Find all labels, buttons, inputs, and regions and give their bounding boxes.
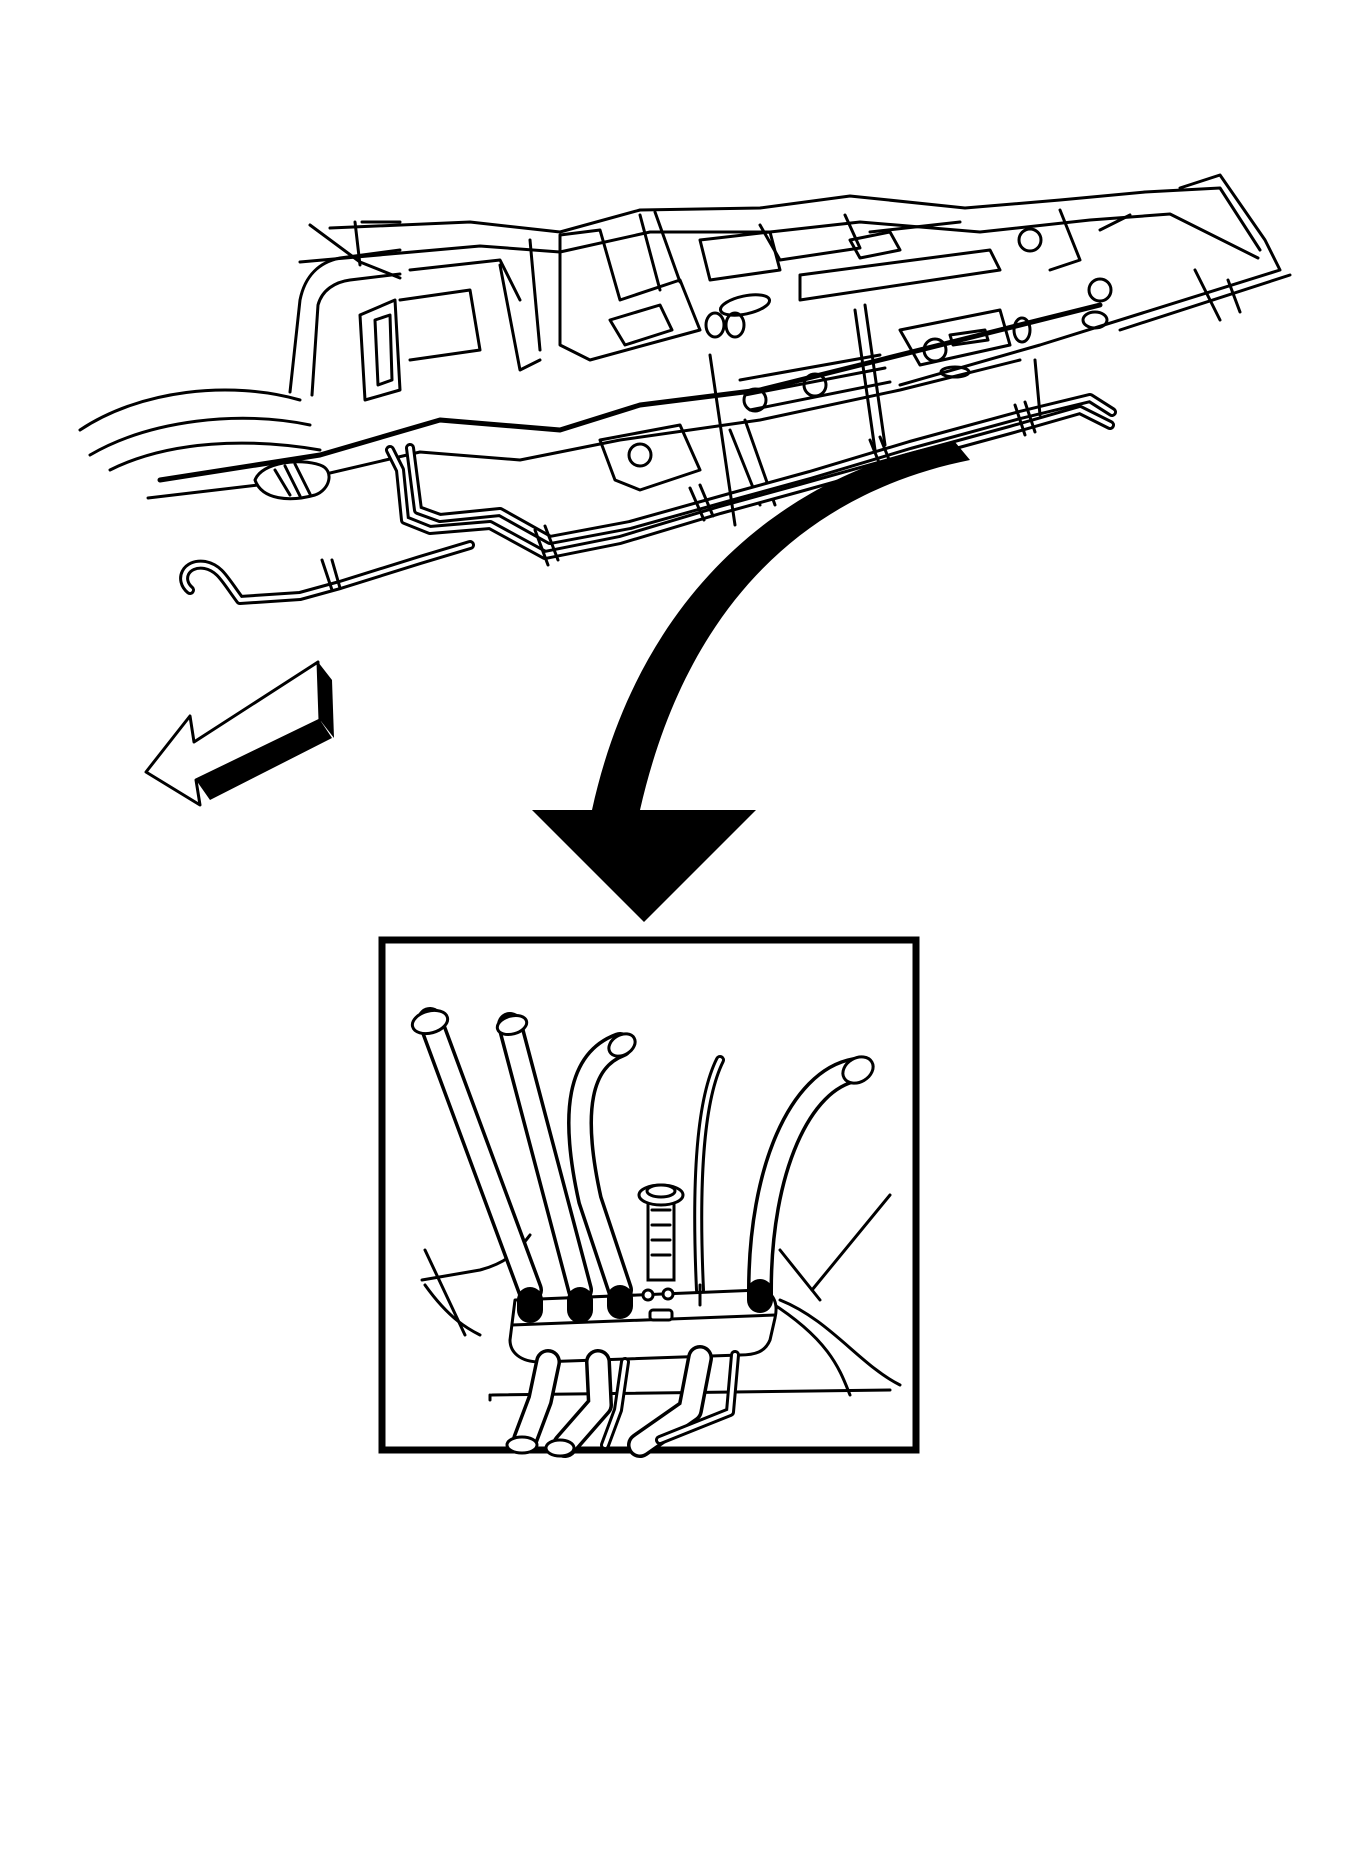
line-clip-detail-view — [378, 936, 920, 1458]
upper-brace — [353, 220, 362, 267]
front-frame-horn — [310, 272, 402, 397]
line-hanger — [708, 353, 737, 527]
suspension-bracket — [358, 298, 402, 402]
frame-hole — [939, 365, 971, 379]
front-fender-curve — [88, 416, 312, 457]
floor-crossmember — [698, 230, 782, 282]
frame-gusset — [598, 423, 702, 492]
detail-frame-lines — [778, 1248, 822, 1302]
floor-crossmember — [848, 230, 902, 260]
shock-tower — [408, 258, 522, 302]
frame-hole — [1017, 227, 1043, 253]
crossmember-web — [653, 210, 682, 284]
floor-crossmember — [898, 308, 1012, 367]
exhaust-component — [253, 460, 331, 501]
front-frame-horn — [288, 248, 402, 394]
clip-retaining-stud — [637, 1183, 685, 1282]
frame-hole — [1081, 310, 1109, 330]
rear-frame-section — [898, 173, 1282, 387]
detail-frame-lines — [423, 1248, 467, 1337]
line-clip — [688, 483, 715, 522]
frame-hole — [704, 311, 726, 339]
fuel-brake-tubes — [410, 1007, 875, 1303]
front-fender-curve — [78, 388, 302, 432]
front-fuel-line — [182, 543, 472, 602]
transmission-crossmember — [558, 228, 702, 362]
transmission-crossmember — [608, 303, 674, 347]
floor-crossmember — [1048, 208, 1082, 272]
frame-hole — [724, 311, 746, 339]
upper-brace — [498, 263, 542, 372]
frame-hole — [627, 442, 653, 468]
frame-hole — [1087, 277, 1113, 303]
line-clip — [320, 558, 342, 592]
frame-hole — [1012, 316, 1032, 344]
line-clip — [1013, 400, 1037, 437]
frame-rail-top — [328, 186, 1262, 252]
detail-frame-lines — [778, 1298, 902, 1387]
upper-brace — [528, 238, 542, 352]
line-clip — [533, 524, 560, 567]
line-retaining-clip — [508, 1279, 778, 1364]
line-hanger — [1033, 358, 1042, 417]
fuel-brake-line-bundle — [385, 393, 1117, 560]
detail-frame-lines — [810, 1193, 892, 1292]
floor-crossmember — [758, 213, 862, 262]
frame-hole — [922, 337, 948, 363]
rear-frame-lower — [1118, 273, 1292, 332]
frame-hole — [718, 293, 772, 317]
frame-hole — [742, 387, 768, 413]
front-direction-arrow-icon — [144, 660, 334, 807]
crossmember-line — [1193, 268, 1222, 322]
frame-rail-top-inner — [298, 212, 1260, 264]
front-fender-curve — [108, 441, 322, 472]
floor-crossmember — [798, 248, 1002, 302]
crossmember-web — [638, 213, 662, 292]
suspension-bracket — [373, 313, 394, 387]
detail-frame-lines — [768, 1300, 852, 1397]
frame-rail-main — [157, 302, 1103, 483]
line-hanger — [853, 303, 887, 452]
floor-crossmember — [868, 220, 962, 234]
curved-callout-arrow-icon — [532, 442, 970, 922]
crossmember-line — [1226, 278, 1242, 314]
shock-tower — [398, 288, 482, 362]
floor-crossmember — [1098, 213, 1132, 232]
lower-tube-run — [505, 1345, 740, 1458]
vehicle-underbody-illustration — [78, 173, 1292, 605]
floor-crossmember — [948, 328, 990, 347]
